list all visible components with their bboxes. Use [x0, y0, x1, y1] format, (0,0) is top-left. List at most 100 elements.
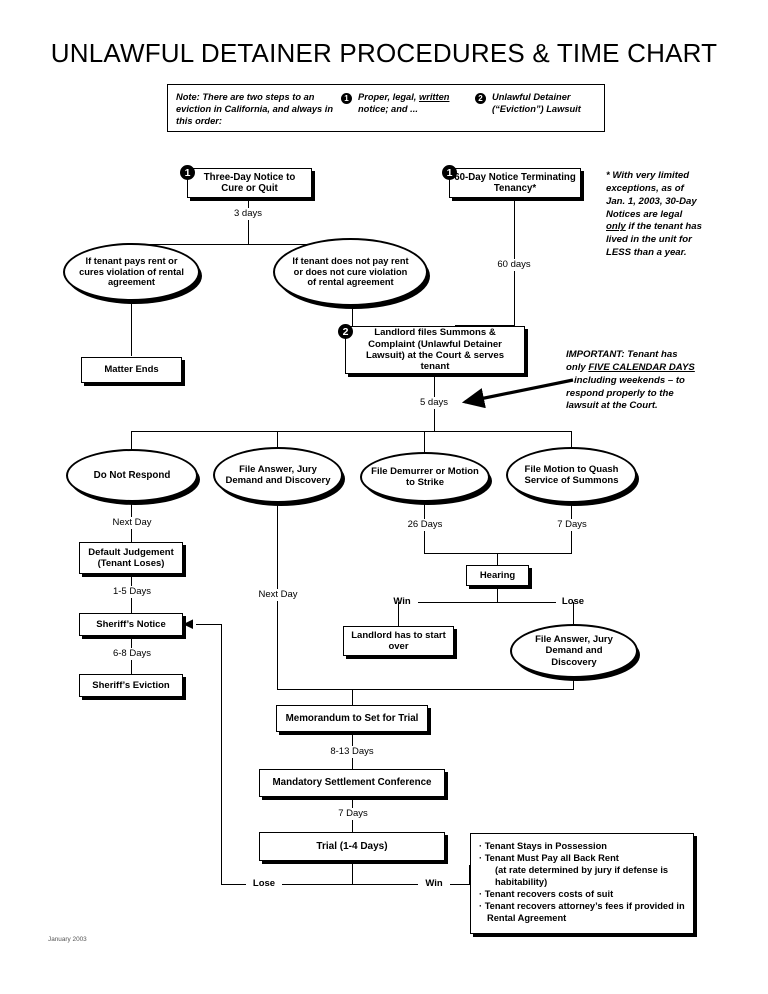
asterisk-line-4: Notices are legal	[606, 208, 683, 220]
outcome-text: Tenant Must Pay all Back Rent	[484, 852, 619, 863]
connector-trial-down	[352, 861, 354, 885]
node-file-demurrer[interactable]: File Demurrer or Motion to Strike	[360, 452, 490, 502]
edge-label-win-hearing: Win	[386, 596, 418, 608]
connector-win-to-outcomes	[469, 865, 471, 885]
connector-lose-riser	[221, 624, 223, 885]
edge-label-sixty-days: 60 days	[490, 259, 538, 271]
node-sheriffs-eviction[interactable]: Sheriff’s Eviction	[79, 674, 183, 697]
edge-label-win-trial: Win	[418, 878, 450, 890]
outcome-subtext: (at rate determined by jury if defense i…	[495, 864, 669, 887]
node-file-answer[interactable]: File Answer, Jury Demand and Discovery	[213, 447, 343, 503]
asterisk-line-7: LESS than a year.	[606, 247, 687, 259]
important-line-5: lawsuit at the Court.	[566, 400, 658, 412]
asterisk-line-6: lived in the unit for	[606, 234, 692, 246]
badge-step-2-landlord-files: 2	[338, 324, 353, 339]
important-only-text: only	[566, 361, 589, 373]
connector-fan-do-not-respond	[131, 431, 133, 450]
asterisk-line-1: * With very limited	[606, 170, 690, 181]
important-line-3: – including weekends – to	[566, 374, 685, 386]
edge-label-three-days: 3 days	[225, 208, 271, 220]
asterisk-line-3: Jan. 1, 2003, 30-Day	[606, 195, 697, 207]
node-default-judgement[interactable]: Default Judgement (Tenant Loses)	[79, 542, 183, 574]
connector-trial-lose-win	[257, 884, 470, 886]
connector-three-day-down	[248, 198, 250, 245]
note-step-1-text-a: Proper, legal,	[358, 92, 419, 102]
connector-into-hearing	[497, 553, 499, 565]
connector-fan-file-answer	[277, 431, 279, 449]
important-line-2: only FIVE CALENDAR DAYS	[566, 362, 756, 375]
asterisk-only-underlined: only	[606, 221, 626, 233]
date-stamp: January 2003	[48, 936, 87, 943]
edge-label-eight-to-thirteen-days: 8-13 Days	[326, 746, 378, 758]
edge-label-next-day-mid: Next Day	[252, 589, 304, 601]
note-step-1-text-b: notice; and ...	[358, 104, 418, 115]
connector-merge-to-memorandum	[277, 689, 574, 691]
edge-label-lose-trial: Lose	[246, 878, 282, 890]
outcome-item: · Tenant Stays in Possession	[479, 841, 607, 851]
connector-lose-down	[573, 602, 575, 624]
outcome-item: · Tenant recovers costs of suit	[479, 888, 614, 899]
node-settlement-conference[interactable]: Mandatory Settlement Conference	[259, 769, 445, 797]
node-file-motion-quash[interactable]: File Motion to Quash Service of Summons	[506, 447, 637, 503]
step-badge-2: 2	[475, 93, 486, 104]
important-line-4: respond properly to the	[566, 387, 674, 399]
connector-sixty-day-into-summons	[455, 325, 515, 327]
edge-label-twenty-six-days: 26 Days	[400, 519, 450, 531]
step-badge-1: 1	[341, 93, 352, 104]
connector-options-fan	[131, 431, 572, 433]
arrow-into-sheriffs-notice	[183, 619, 193, 629]
edge-label-next-day-left: Next Day	[106, 517, 158, 529]
node-matter-ends[interactable]: Matter Ends	[81, 357, 182, 383]
edge-label-six-to-eight-days: 6-8 Days	[108, 648, 156, 660]
node-tenant-does-not-cure[interactable]: If tenant does not pay rent or does not …	[273, 238, 428, 306]
asterisk-footnote: * With very limited exceptions, as of Ja…	[606, 170, 756, 260]
connector-win-down	[398, 602, 400, 626]
node-landlord-files-summons[interactable]: Landlord files Summons & Complaint (Unla…	[345, 326, 525, 374]
node-hearing[interactable]: Hearing	[466, 565, 529, 586]
node-landlord-start-over[interactable]: Landlord has to start over	[343, 626, 454, 656]
important-note-arrow	[461, 378, 574, 408]
edge-label-five-days: 5 days	[411, 397, 457, 409]
connector-fan-quash	[571, 431, 573, 449]
outcome-text: Tenant Stays in Possession	[484, 841, 607, 851]
edge-label-seven-days-trial: 7 Days	[330, 808, 376, 820]
node-three-day-notice[interactable]: Three-Day Notice to Cure or Quit	[187, 168, 312, 198]
outcomes-list: · Tenant Stays in Possession · Tenant Mu…	[471, 834, 693, 925]
note-step-2-text: Unlawful Detainer (“Eviction”) Lawsuit	[492, 92, 581, 115]
connector-fan-demurrer	[424, 431, 426, 453]
connector-hearing-win-lose	[398, 602, 573, 604]
connector-hearing-down	[497, 586, 499, 603]
node-file-answer-after-loss[interactable]: File Answer, Jury Demand and Discovery	[510, 624, 638, 678]
note-lead-text: Note: There are two steps to an eviction…	[176, 92, 334, 127]
node-do-not-respond[interactable]: Do Not Respond	[66, 449, 198, 502]
note-step-1-text: Proper, legal, written notice; and ...	[358, 91, 478, 115]
edge-label-lose-hearing: Lose	[556, 596, 590, 608]
node-sixty-day-notice[interactable]: 60-Day Notice Terminating Tenancy*	[449, 168, 581, 198]
outcome-text: Tenant recovers costs of suit	[484, 888, 614, 899]
note-step-1-text-underlined: written	[418, 92, 450, 102]
badge-step-1-sixty-day: 1	[442, 165, 457, 180]
outcome-item: · Tenant Must Pay all Back Rent(at rate …	[479, 853, 687, 889]
connector-cures-to-matter-ends	[131, 300, 133, 356]
node-trial[interactable]: Trial (1-4 Days)	[259, 832, 445, 861]
outcome-text: Tenant recovers attorney’s fees if provi…	[484, 900, 685, 923]
connector-into-memorandum	[352, 689, 354, 705]
node-tenant-cures[interactable]: If tenant pays rent or cures violation o…	[63, 243, 200, 301]
asterisk-line-5: only if the tenant has	[606, 221, 756, 234]
edge-label-one-to-five-days: 1-5 Days	[108, 586, 156, 598]
important-five-calendar-days: FIVE CALENDAR DAYS	[588, 361, 695, 373]
outcomes-box: · Tenant Stays in Possession · Tenant Mu…	[470, 833, 694, 934]
edge-label-seven-days-quash: 7 Days	[549, 519, 595, 531]
node-sheriffs-notice[interactable]: Sheriff’s Notice	[79, 613, 183, 636]
asterisk-line-5-rest: if the tenant has	[625, 221, 702, 233]
node-memorandum-set-for-trial[interactable]: Memorandum to Set for Trial	[276, 705, 428, 732]
page-title: UNLAWFUL DETAINER PROCEDURES & TIME CHAR…	[50, 38, 718, 68]
connector-three-day-split	[131, 244, 353, 246]
important-line-1: IMPORTANT: Tenant has	[566, 349, 678, 360]
asterisk-line-2: exceptions, as of	[606, 182, 684, 194]
badge-step-1-three-day: 1	[180, 165, 195, 180]
connector-no-cure-to-summons	[352, 305, 354, 327]
important-note: IMPORTANT: Tenant has only FIVE CALENDAR…	[566, 349, 756, 413]
connector-lose-to-sheriff-notice	[196, 624, 222, 626]
